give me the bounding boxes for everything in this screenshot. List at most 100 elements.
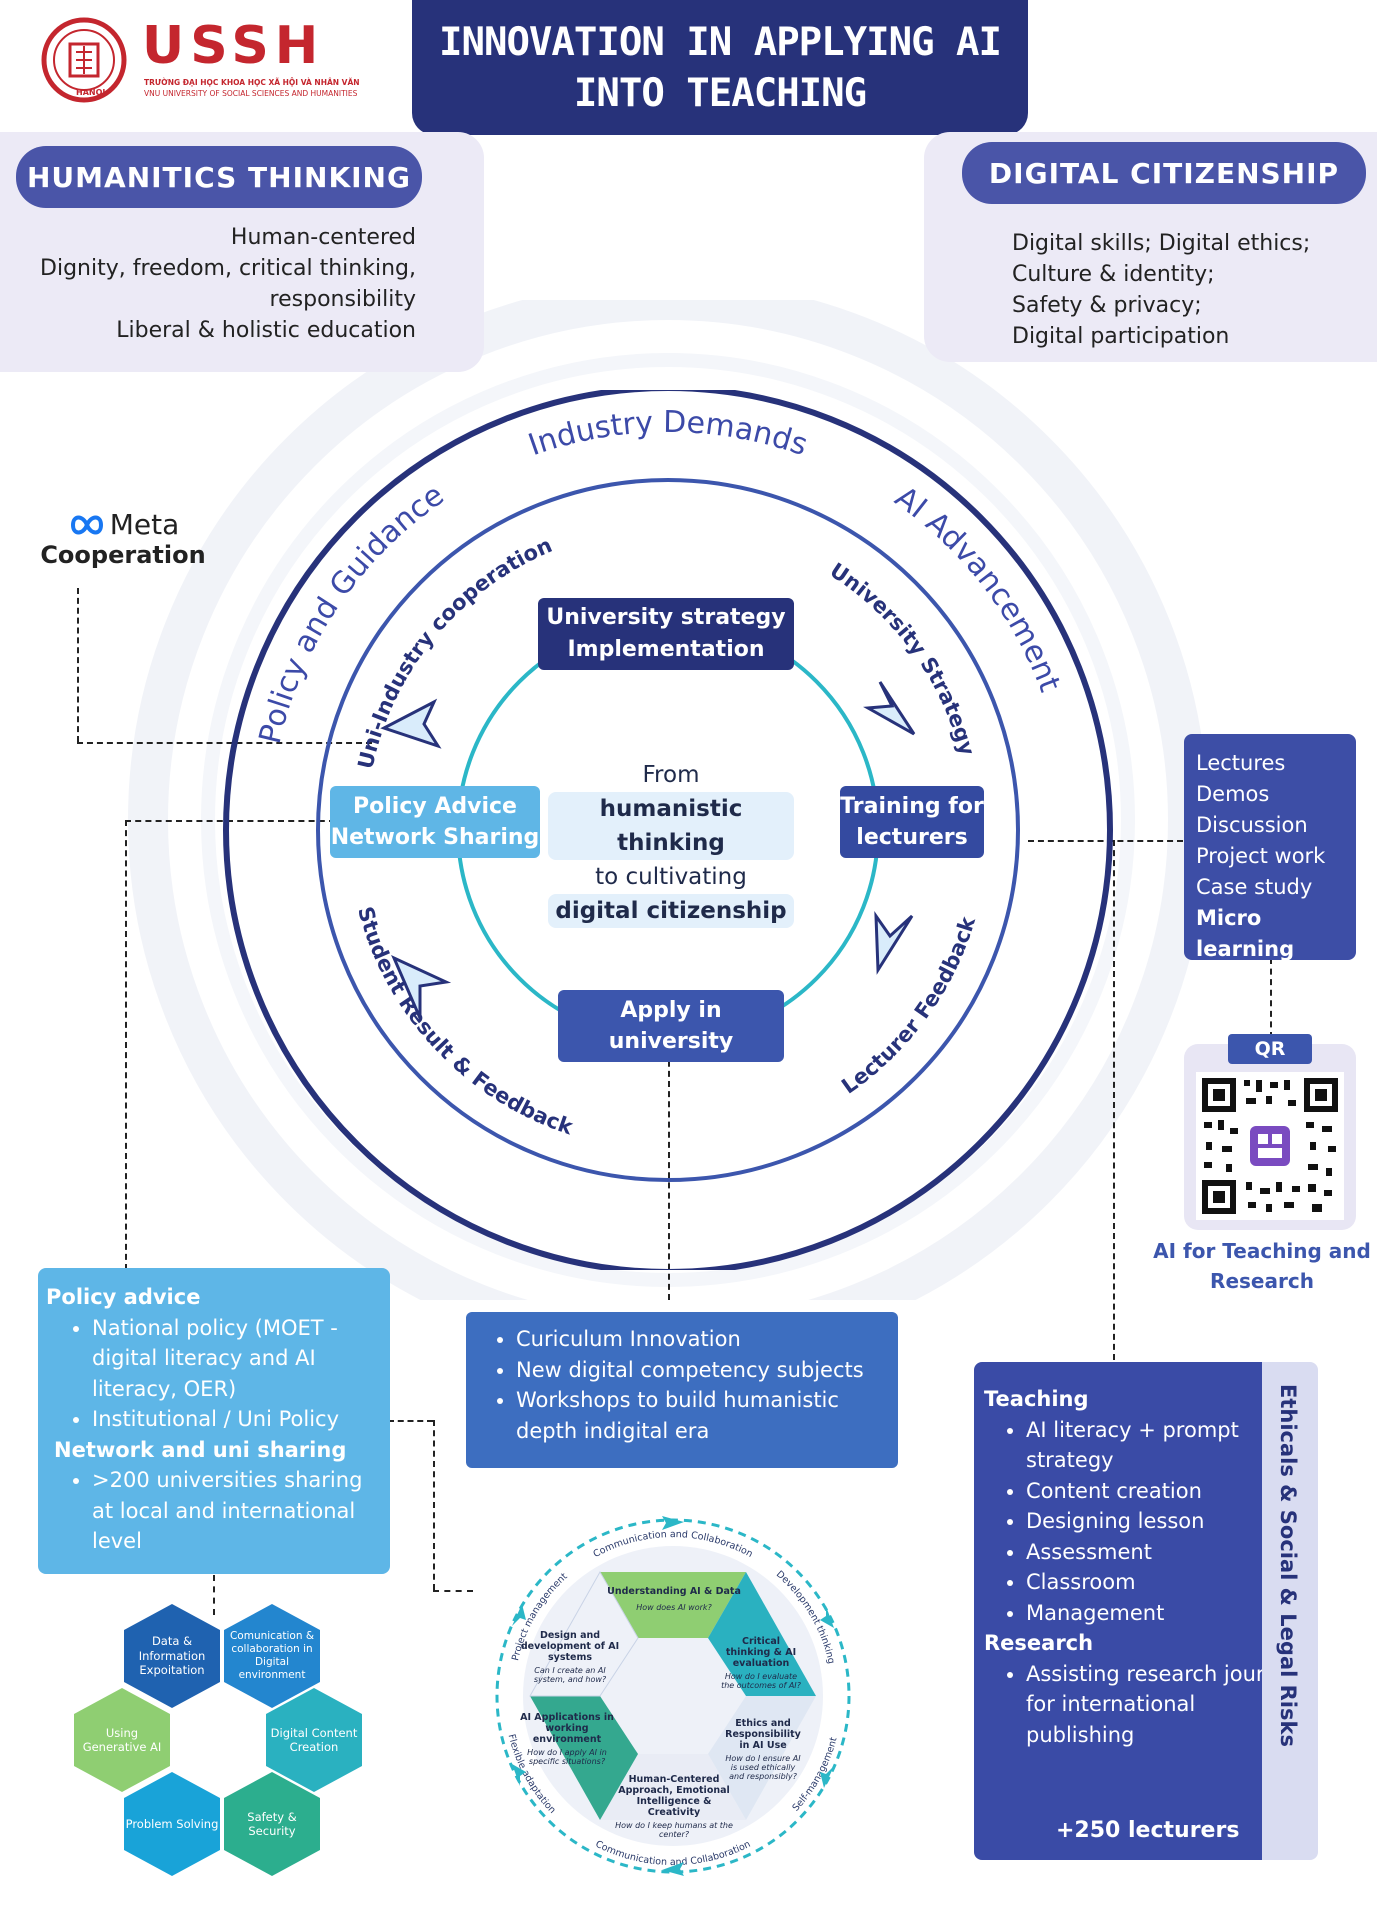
qr-caption-line: AI for Teaching and xyxy=(1153,1239,1371,1263)
qr-code-icon[interactable] xyxy=(1196,1072,1344,1220)
wheel-arrow-icon xyxy=(662,1516,684,1530)
curriculum-item: New digital competency subjects xyxy=(516,1355,884,1386)
curriculum-panel: Curiculum Innovation New digital compete… xyxy=(466,1312,898,1468)
teaching-panel: Teaching AI literacy + prompt strategy C… xyxy=(974,1362,1310,1860)
segment-question: Can I create an AI system, and how? xyxy=(533,1666,607,1684)
cycle-arrow-icon xyxy=(380,698,442,749)
dc-line: Digital participation xyxy=(1012,324,1230,349)
meta-brand: Meta xyxy=(109,508,180,541)
digital-citizenship-text: Digital skills; Digital ethics; Culture … xyxy=(1012,228,1310,352)
segment-question: How do I ensure AI is used ethically and… xyxy=(725,1754,801,1781)
method-item: Demos xyxy=(1196,782,1270,806)
connector xyxy=(1270,958,1272,1038)
ussh-logo: HANOI USSH TRƯỜNG ĐẠI HỌC KHOA HỌC XÃ HỘ… xyxy=(40,16,380,106)
connector xyxy=(1113,840,1115,1360)
method-item: Case study xyxy=(1196,875,1313,899)
meta-infinity-icon xyxy=(70,515,103,534)
box-line: Training for xyxy=(840,794,984,819)
segment-applications xyxy=(530,1696,638,1820)
lecturer-count: +250 lecturers xyxy=(1056,1817,1240,1843)
title-line-1: INNOVATION IN APPLYING AI xyxy=(439,20,1002,65)
teaching-item: Management xyxy=(1026,1598,1306,1629)
policy-item: Institutional / Uni Policy xyxy=(92,1404,380,1435)
network-heading: Network and uni sharing xyxy=(54,1437,347,1462)
seal-text: HANOI xyxy=(76,88,106,97)
dc-line: Safety & privacy; xyxy=(1012,293,1202,318)
policy-item: National policy (MOET - digital literacy… xyxy=(92,1313,380,1405)
center-statement: From humanistic thinking to cultivating … xyxy=(548,758,794,928)
segment-question: How do I apply AI in specific situations… xyxy=(527,1748,607,1766)
network-item: >200 universities sharing at local and i… xyxy=(92,1465,380,1557)
box-apply-university: Apply in university context xyxy=(558,990,784,1085)
hex-generative-ai: Using Generative AI xyxy=(74,1688,170,1792)
segment-understanding xyxy=(600,1572,746,1638)
teaching-item: Content creation xyxy=(1026,1476,1306,1507)
outer-label-industry: Industry Demands xyxy=(524,405,812,463)
curriculum-item: Curiculum Innovation xyxy=(516,1324,884,1355)
teaching-item: Designing lesson xyxy=(1026,1506,1306,1537)
logo-name: USSH xyxy=(142,16,325,76)
dc-line: Digital skills; Digital ethics; xyxy=(1012,231,1311,256)
wheel-arrow-icon xyxy=(820,1606,834,1628)
humanities-line: Liberal & holistic education xyxy=(116,318,416,343)
connector xyxy=(433,1420,435,1590)
segment-title: Human-Centered Approach, Emotional Intel… xyxy=(618,1774,730,1818)
connector xyxy=(388,1420,433,1422)
wheel-text-ethics: Ethics and Responsibility in AI Use How … xyxy=(722,1718,804,1781)
qr-caption: AI for Teaching and Research xyxy=(1148,1236,1376,1296)
box-line: lecturers xyxy=(856,825,968,850)
title-line-2: INTO TEACHING xyxy=(573,71,867,116)
wheel-text-understanding: Understanding AI & Data How does AI work… xyxy=(606,1586,742,1612)
humanities-line: Human-centered xyxy=(230,225,416,250)
segment-title: Ethics and Responsibility in AI Use xyxy=(725,1718,801,1751)
box-line: Policy Advice xyxy=(353,794,517,819)
box-policy-advice: Policy Advice Network Sharing xyxy=(330,786,540,858)
humanities-title: HUMANITICS THINKING xyxy=(16,146,422,208)
wheel-arrow-icon xyxy=(512,1764,526,1786)
method-item: Discussion xyxy=(1196,813,1308,837)
meta-label: Cooperation xyxy=(40,541,206,569)
center-line: From xyxy=(642,762,700,788)
qr-card[interactable]: QR xyxy=(1184,1034,1356,1230)
box-university-strategy: University strategy Implementation plan xyxy=(538,598,794,694)
cycle-arrow-icon xyxy=(874,910,914,975)
box-line: Implementation plan xyxy=(567,637,765,694)
center-line: to cultivating xyxy=(595,864,747,890)
segment-critical xyxy=(708,1572,816,1696)
cycle-arrow-icon xyxy=(391,954,452,1019)
wheel-arrows xyxy=(512,1516,834,1876)
teaching-item: Classroom xyxy=(1026,1567,1306,1598)
hex-problem-solving: Problem Solving xyxy=(124,1772,220,1876)
ethics-side-bar: Ethicals & Social & Legal Risks xyxy=(1262,1362,1318,1860)
center-line: humanistic thinking xyxy=(548,792,794,860)
research-heading: Research xyxy=(984,1631,1094,1655)
digital-citizenship-title: DIGITAL CITIZENSHIP xyxy=(962,142,1366,204)
connector xyxy=(668,1010,670,1300)
qr-tab: QR xyxy=(1228,1034,1312,1064)
segment-question: How do I evaluate the outcomes of AI? xyxy=(721,1672,801,1690)
training-methods-panel: Lectures Demos Discussion Project work C… xyxy=(1184,734,1356,961)
box-line: Apply in xyxy=(620,998,722,1023)
method-item: Lectures xyxy=(1196,751,1286,775)
segment-design xyxy=(529,1570,639,1697)
segment-title: Understanding AI & Data xyxy=(607,1586,741,1597)
meta-cooperation: Meta Cooperation xyxy=(38,508,208,569)
connector xyxy=(77,742,372,744)
hex-communication: Comunication & collaboration in Digital … xyxy=(224,1604,320,1708)
middle-ring xyxy=(316,478,1020,1182)
segment-title: Design and development of AI systems xyxy=(520,1630,620,1663)
segment-question: How do I keep humans at the center? xyxy=(615,1821,733,1839)
connector xyxy=(77,588,79,742)
box-training-lecturers: Training for lecturers xyxy=(840,786,984,858)
humanities-text: Human-centered Dignity, freedom, critica… xyxy=(40,222,416,346)
connector xyxy=(125,820,127,1270)
segment-human-centered xyxy=(600,1754,746,1820)
segment-title: AI Applications in working environment xyxy=(520,1712,614,1745)
segment-ethics xyxy=(708,1696,816,1820)
wheel-arrow-icon xyxy=(820,1766,834,1788)
inner-label-lecturer-feedback: Lecturer Feedback xyxy=(837,913,980,1099)
humanities-panel: HUMANITICS THINKING Human-centered Digni… xyxy=(0,132,484,372)
box-line: university context xyxy=(608,1029,734,1085)
connector xyxy=(1028,840,1183,842)
policy-heading: Policy advice xyxy=(46,1285,201,1309)
